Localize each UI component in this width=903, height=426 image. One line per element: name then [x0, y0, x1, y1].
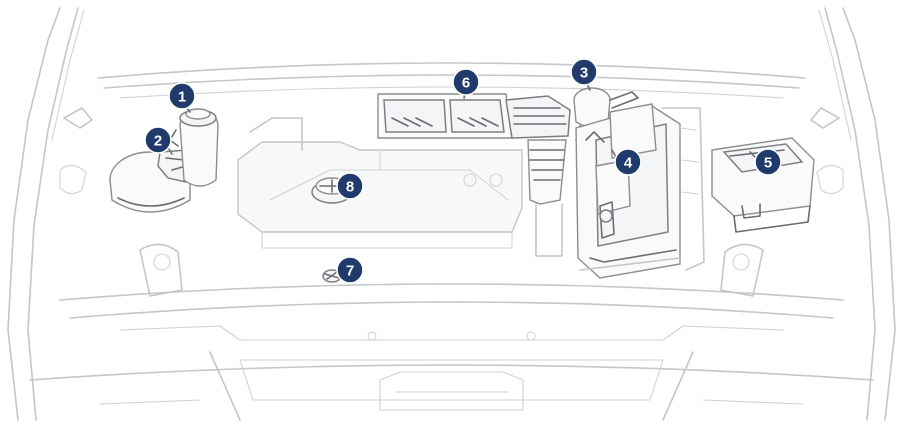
svg-text:7: 7	[346, 263, 354, 280]
svg-text:4: 4	[624, 155, 633, 172]
svg-text:5: 5	[764, 155, 772, 172]
callout-4: 4	[614, 148, 642, 176]
fuse-box	[711, 137, 815, 233]
battery	[575, 103, 681, 279]
callout-6: 6	[452, 68, 480, 96]
engine-cover	[237, 117, 523, 249]
svg-text:1: 1	[178, 89, 186, 106]
callout-5: 5	[754, 148, 782, 176]
callout-2: 2	[144, 126, 172, 154]
callout-8: 8	[336, 172, 364, 200]
vehicle-body-outline	[7, 7, 896, 421]
washer-fluid-reservoir	[169, 108, 219, 187]
callout-3: 3	[570, 58, 598, 86]
cable-duct	[661, 107, 705, 271]
callout-7: 7	[336, 256, 364, 284]
svg-text:6: 6	[462, 75, 470, 92]
svg-text:3: 3	[580, 65, 588, 82]
engine-oil-dipstick	[322, 269, 342, 283]
svg-text:8: 8	[346, 179, 354, 196]
air-filter	[377, 93, 571, 257]
svg-text:2: 2	[154, 133, 162, 150]
callout-1: 1	[168, 82, 196, 110]
